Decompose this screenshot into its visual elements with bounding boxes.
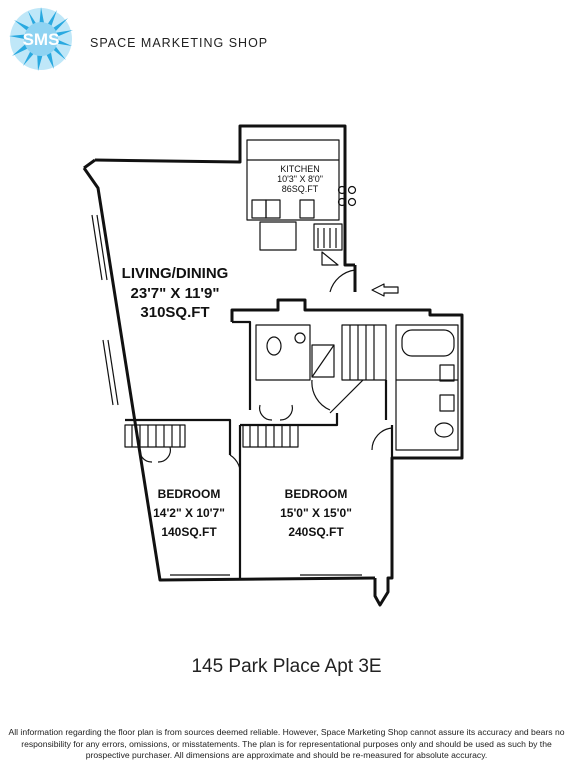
kitchen-fixtures: [246, 139, 357, 293]
outer-walls: [82, 124, 464, 607]
bedroom2-size: 15'0" X 15'0": [280, 506, 352, 520]
entry-arrow-icon: [371, 283, 399, 297]
living-name: LIVING/DINING: [122, 265, 229, 282]
floor-plan: KITCHEN 10'3" X 8'0" 86SQ.FT LIVING/DINI…: [82, 124, 464, 607]
sms-logo: SMS: [9, 7, 73, 71]
kitchen-size: 10'3" X 8'0": [277, 174, 323, 184]
kitchen-name: KITCHEN: [280, 164, 320, 174]
disclaimer-text: All information regarding the floor plan…: [8, 727, 565, 760]
header: SMS SPACE MARKETING SHOP: [8, 6, 408, 72]
bedroom2-name: BEDROOM: [285, 487, 348, 501]
sunburst-icon: [9, 7, 73, 71]
living-area: 310SQ.FT: [140, 304, 209, 321]
brand-name: SPACE MARKETING SHOP: [90, 36, 269, 50]
bathroom-right: [395, 324, 459, 451]
bedroom1-area: 140SQ.FT: [161, 525, 217, 539]
bathroom-center: [255, 324, 387, 414]
bedroom1-name: BEDROOM: [158, 487, 221, 501]
logo-text: SMS: [23, 30, 60, 49]
property-address: 145 Park Place Apt 3E: [191, 656, 382, 677]
living-size: 23'7" X 11'9": [131, 285, 220, 302]
windows: [91, 214, 362, 576]
kitchen-area: 86SQ.FT: [282, 184, 319, 194]
interior-walls: [125, 320, 394, 578]
closets: [124, 404, 393, 479]
bedroom1-size: 14'2" X 10'7": [153, 506, 225, 520]
bedroom2-area: 240SQ.FT: [288, 525, 344, 539]
